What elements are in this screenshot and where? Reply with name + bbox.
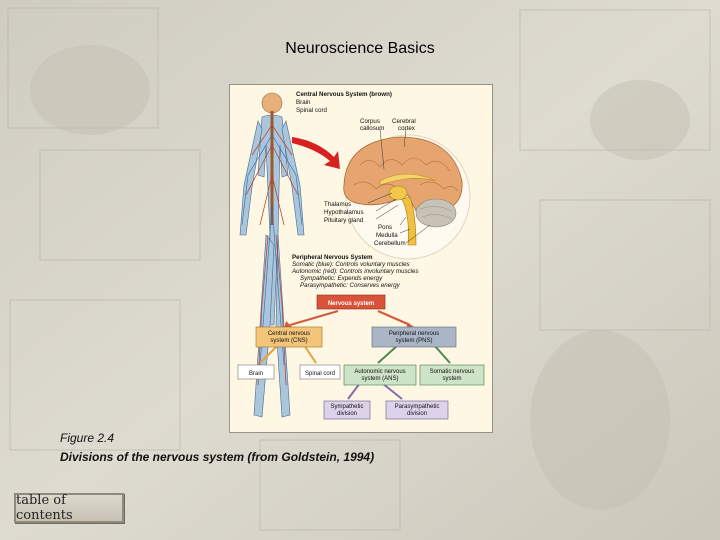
table-of-contents-button[interactable]: table of contents bbox=[14, 493, 124, 523]
pns-heading-label: Peripheral Nervous System bbox=[292, 254, 373, 261]
tree-brain-label: Brain bbox=[249, 371, 263, 377]
spinal-cord-label: Spinal cord bbox=[296, 107, 328, 114]
pns-autonomic-label: Autonomic (red): Controls involuntary mu… bbox=[291, 268, 419, 275]
brain-illustration bbox=[343, 128, 471, 260]
page-title: Neuroscience Basics bbox=[285, 40, 435, 57]
cns-heading-label: Central Nervous System (brown) bbox=[296, 91, 392, 98]
tree-root-label: Nervous system bbox=[328, 301, 374, 307]
thalamus-label: Thalamus bbox=[324, 201, 351, 208]
hypothalamus-label: Hypothalamus bbox=[324, 209, 364, 216]
cerebellum-label: Cerebellum bbox=[374, 240, 406, 247]
medulla-label: Medulla bbox=[376, 232, 398, 239]
figure-caption: Divisions of the nervous system (from Go… bbox=[60, 450, 375, 464]
nervous-system-figure: Central Nervous System (brown) Brain Spi… bbox=[229, 84, 493, 433]
tree-spinal-label: Spinal cord bbox=[305, 371, 335, 377]
pituitary-label: Pituitary gland bbox=[324, 217, 364, 224]
pns-somatic-label: Somatic (blue): Controls voluntary muscl… bbox=[292, 261, 410, 268]
figure-label: Figure 2.4 bbox=[60, 431, 115, 445]
brain-label: Brain bbox=[296, 99, 311, 106]
pns-parasympathetic-label: Parasympathetic: Conserves energy bbox=[300, 282, 401, 289]
pons-label: Pons bbox=[378, 224, 392, 231]
human-body-illustration bbox=[239, 92, 305, 418]
pns-sympathetic-label: Sympathetic: Expends energy bbox=[300, 275, 383, 282]
